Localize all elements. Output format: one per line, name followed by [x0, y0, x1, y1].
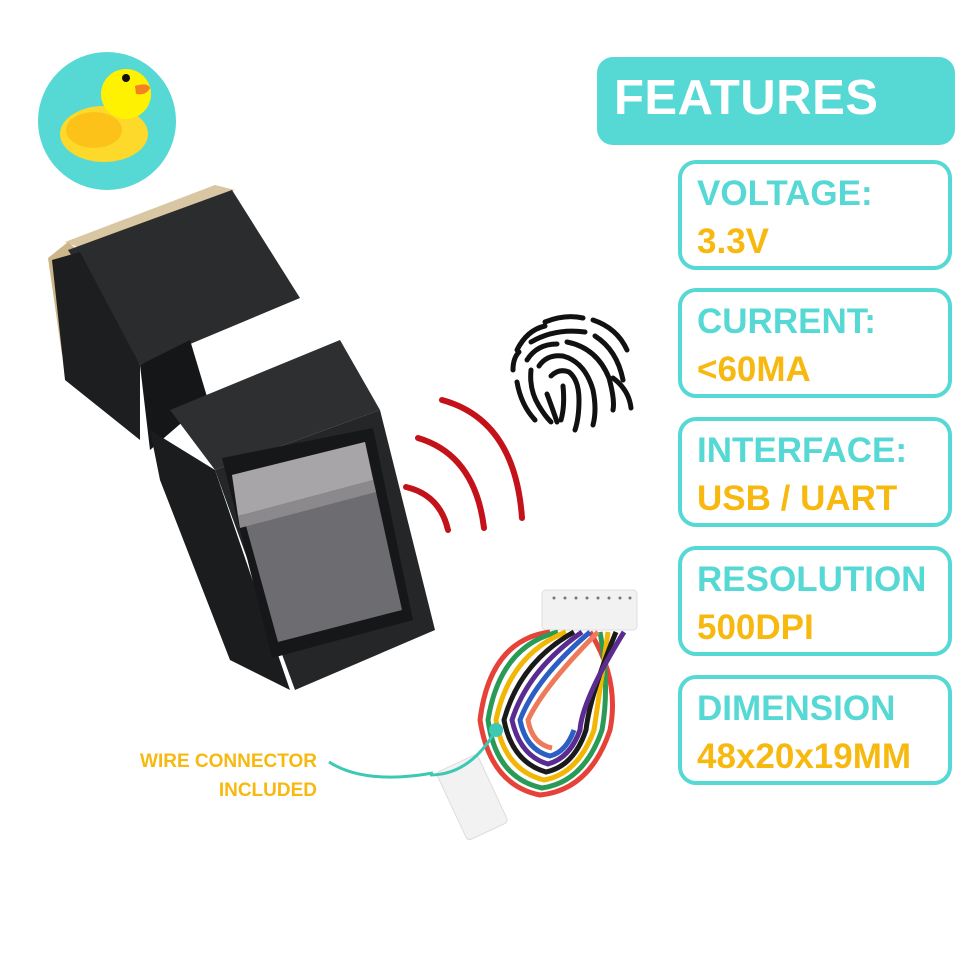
- feature-value: 48x20x19MM: [697, 737, 912, 776]
- rubber-duck-icon: [60, 69, 151, 162]
- feature-card-resolution: RESOLUTION 500DPI: [678, 546, 952, 656]
- feature-label: INTERFACE:: [697, 431, 907, 470]
- feature-value: 500DPI: [697, 608, 814, 647]
- features-header: FEATURES: [597, 57, 955, 145]
- feature-value: <60MA: [697, 350, 811, 389]
- feature-card-voltage: VOLTAGE: 3.3V: [678, 160, 952, 270]
- feature-card-dimension: DIMENSION 48x20x19MM: [678, 675, 952, 785]
- wire-connector-image: [430, 589, 638, 841]
- callout-line-2: INCLUDED: [218, 780, 317, 801]
- feature-value: USB / UART: [697, 479, 898, 518]
- feature-card-current: CURRENT: <60MA: [678, 288, 952, 398]
- feature-label: CURRENT:: [697, 302, 876, 341]
- wire-connector-callout: WIRE CONNECTOR INCLUDED: [100, 747, 317, 805]
- fingerprint-sensor-module-image: [48, 185, 435, 690]
- feature-label: DIMENSION: [697, 689, 896, 728]
- fingerprint-icon: [510, 314, 634, 433]
- feature-card-interface: INTERFACE: USB / UART: [678, 417, 952, 527]
- feature-value: 3.3V: [697, 222, 769, 261]
- feature-label: VOLTAGE:: [697, 174, 873, 213]
- duck-logo: [38, 52, 176, 190]
- features-title: FEATURES: [614, 71, 879, 125]
- callout-pointer-line: [328, 760, 434, 779]
- feature-label: RESOLUTION: [697, 560, 927, 599]
- signal-waves-icon: [403, 397, 525, 533]
- callout-line-1: WIRE CONNECTOR: [140, 751, 317, 772]
